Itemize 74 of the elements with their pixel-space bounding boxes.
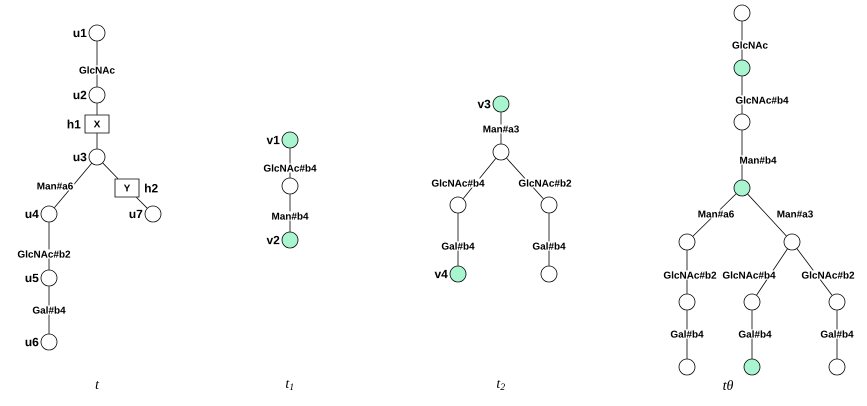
tree-node-circle [282,232,298,248]
node-name: u5 [26,274,38,282]
tree-caption: t [96,381,100,389]
tree-node-circle [88,86,106,104]
node-name: h1 [68,120,80,128]
edge-label: Gal#b4 [820,330,854,338]
edge-label: Gal#b4 [532,242,566,250]
tree-node-circle [678,358,696,376]
tree-node-circle [40,206,58,222]
edge-label: Gal#b4 [738,330,772,338]
edge-label: Gal#b4 [32,306,66,314]
tree-node-circle [828,294,846,310]
edge-label: Man#a3 [483,125,519,133]
tree-node-circle [40,334,58,350]
edge-label: Gal#b4 [670,330,704,338]
edge-label: GlcNAc#b2 [518,179,572,187]
label-box: Y [114,178,140,198]
node-name: u2 [74,90,86,100]
edge-label: Man#a3 [777,210,813,218]
node-name: u1 [74,28,86,38]
tree-node-circle [88,24,106,42]
tree-node-circle [540,196,558,214]
tree-node-circle [734,4,750,22]
tree-node-circle [734,114,750,130]
tree-node-circle [734,180,750,196]
tree-node-circle [678,294,696,310]
tree-edge [96,103,98,115]
node-name: v4 [434,270,448,278]
tree-node-circle [678,234,696,250]
edge-label: GlcNAc#b4 [432,179,485,187]
tree-node-circle [88,148,106,166]
edge-label: GlcNAc#b4 [264,164,317,172]
node-name: u7 [130,210,142,218]
edge-label: Man#b4 [740,156,776,164]
label-box: X [84,114,110,134]
edge-label: GlcNAc#b2 [18,250,70,258]
node-name: v1 [266,136,280,144]
tree-node-circle [40,270,58,286]
edge-label: Man#a6 [37,182,73,190]
node-name: v2 [266,236,280,244]
node-name: u3 [74,152,86,162]
edge-label: Man#b4 [272,212,308,220]
node-name: h2 [145,184,158,192]
tree-node-circle [450,266,466,282]
edge-label: Gal#b4 [442,242,475,250]
tree-node-circle [734,60,750,76]
tree-node-circle [744,358,760,376]
node-name: u4 [26,210,39,218]
edge-label: GlcNAc#b4 [736,96,789,104]
tree-node-circle [282,132,298,148]
tree-node-circle [744,294,760,310]
node-name: v3 [478,100,490,108]
node-name: u6 [26,338,38,346]
tree-node-circle [784,234,800,250]
tree-caption: t$_{2}$ [496,380,505,390]
tree-edge [102,162,118,179]
tree-node-circle [540,266,558,282]
tree-node-circle [450,196,466,214]
tree-caption: tθ [723,380,734,390]
tree-node-circle [492,96,510,112]
tree-edge [747,194,787,236]
tree-edge [136,197,148,208]
edge-label: GlcNAc#b2 [802,271,854,279]
edge-label: GlcNAc#b2 [664,271,716,279]
tree-node-circle [144,206,162,222]
edge-label: GlcNAc [79,66,115,74]
edge-label: Man#a6 [698,210,734,218]
edge-label: GlcNAc#b4 [722,271,776,279]
tree-node-circle [282,178,298,194]
edge-label: GlcNAc [732,41,768,49]
tree-node-circle [492,144,510,160]
tree-caption: t$_{1}$ [286,380,294,390]
tree-node-circle [828,358,846,376]
tree-edge [96,133,98,149]
